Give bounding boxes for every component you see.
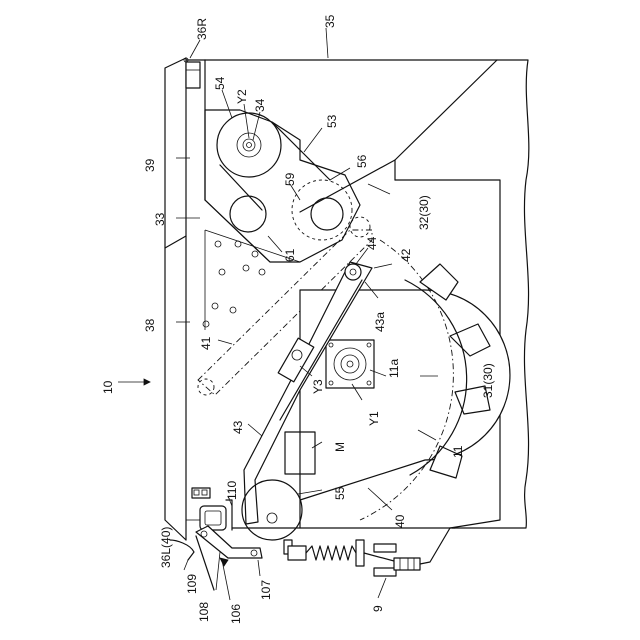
label-43: 43 — [231, 420, 245, 434]
label-M: M — [333, 442, 347, 452]
label-11: 11 — [451, 445, 465, 458]
label-Y1: Y1 — [367, 411, 381, 426]
label-Y2: Y2 — [235, 89, 249, 104]
label-108: 108 — [197, 602, 211, 622]
label-59: 59 — [283, 172, 297, 186]
label-9: 9 — [371, 605, 385, 612]
label-10: 10 — [101, 380, 115, 394]
motor-11a — [326, 340, 374, 388]
label-35: 35 — [323, 14, 337, 28]
label-Y3: Y3 — [311, 379, 325, 394]
link-108 — [196, 526, 262, 590]
label-44: 44 — [365, 236, 379, 250]
label-55: 55 — [333, 486, 347, 500]
label-110: 110 — [225, 481, 239, 500]
pulley-54 — [217, 113, 281, 177]
label-36R: 36R — [195, 18, 209, 40]
label-32: 32(30) — [417, 195, 431, 230]
label-109: 109 — [185, 574, 199, 594]
lip-109 — [170, 540, 194, 560]
label-106: 106 — [229, 604, 243, 624]
label-11a: 11a — [387, 359, 401, 378]
mounting-holes — [203, 241, 265, 327]
label-41: 41 — [199, 336, 213, 350]
label-54: 54 — [213, 76, 227, 90]
label-34: 34 — [253, 98, 267, 112]
label-56: 56 — [355, 154, 369, 168]
label-38: 38 — [143, 318, 157, 332]
label-39: 39 — [143, 158, 157, 172]
pulley-55 — [232, 480, 302, 540]
label-53: 53 — [325, 114, 339, 128]
label-43a: 43a — [373, 312, 387, 332]
label-33: 33 — [153, 212, 167, 226]
label-31: 31(30) — [481, 363, 495, 398]
label-36L: 36L(40) — [159, 527, 173, 568]
spring-assembly-9 — [284, 528, 450, 576]
label-42: 42 — [399, 248, 413, 262]
label-61: 61 — [283, 248, 297, 262]
label-107: 107 — [259, 580, 273, 600]
label-40: 40 — [393, 514, 407, 528]
